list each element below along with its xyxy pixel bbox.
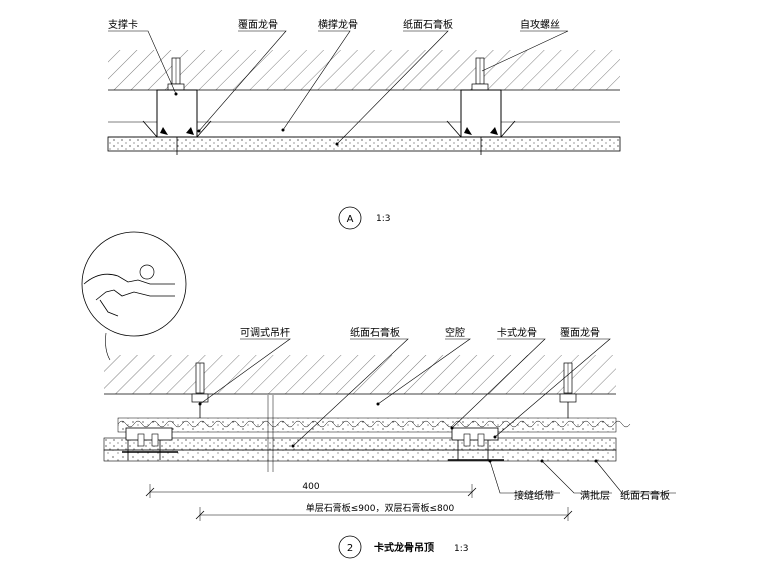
label-joint-tape: 接缝纸带 <box>514 489 554 502</box>
detail-a-scale: 1:3 <box>376 214 390 224</box>
corrugated-profile <box>117 420 631 428</box>
detail-a-marker: A <box>347 214 354 225</box>
detail-2-title: 卡式龙骨吊顶 <box>374 541 434 554</box>
label-gypsum-board-top: 纸面石膏板 <box>350 326 400 339</box>
keel-assembly-right <box>446 57 516 155</box>
label-self-tapping-screw: 自攻螺丝 <box>520 18 560 31</box>
detail-a-marker-circle <box>338 206 362 230</box>
cover-keel-left <box>122 427 178 460</box>
keel-assembly-left <box>142 57 212 155</box>
gypsum-board-a <box>107 136 621 152</box>
detail-2: 可调式吊杆 纸面石膏板 空腔 卡式龙骨 覆面龙骨 接缝纸带 满批层 纸面石膏板 … <box>81 231 676 559</box>
gypsum-board-2-upper <box>103 437 617 451</box>
detail-2-marker-circle <box>338 535 362 559</box>
label-cover-keel-a: 覆面龙骨 <box>238 18 278 31</box>
gypsum-board-2-lower <box>103 449 617 462</box>
detail-2-scale: 1:3 <box>454 544 468 554</box>
label-adjustable-hanger: 可调式吊杆 <box>240 326 290 339</box>
label-cross-brace-keel: 横撑龙骨 <box>318 18 358 31</box>
dimension-spacing: 单层石膏板≤900，双层石膏板≤800 <box>195 502 573 521</box>
label-support-clip: 支撑卡 <box>108 18 138 31</box>
label-cavity: 空腔 <box>445 326 465 339</box>
label-clip-keel: 卡式龙骨 <box>497 326 537 339</box>
label-gypsum-board-a: 纸面石膏板 <box>403 18 453 31</box>
enlarged-callout <box>81 231 187 361</box>
label-gypsum-board-right: 纸面石膏板 <box>620 489 670 502</box>
dimension-400-text: 400 <box>302 482 319 492</box>
label-cover-keel-2: 覆面龙骨 <box>560 326 600 339</box>
concrete-slab-2 <box>104 355 616 394</box>
spacing-note: 单层石膏板≤900，双层石膏板≤800 <box>306 502 455 514</box>
detail-2-marker: 2 <box>347 543 353 554</box>
label-putty-layer: 满批层 <box>580 489 610 502</box>
detail-a: 支撑卡 覆面龙骨 横撑龙骨 纸面石膏板 自攻螺丝 A 1:3 <box>107 18 621 230</box>
cover-keel-right <box>448 427 504 461</box>
dimension-400: 400 <box>145 482 477 498</box>
concrete-slab-a <box>108 50 620 90</box>
